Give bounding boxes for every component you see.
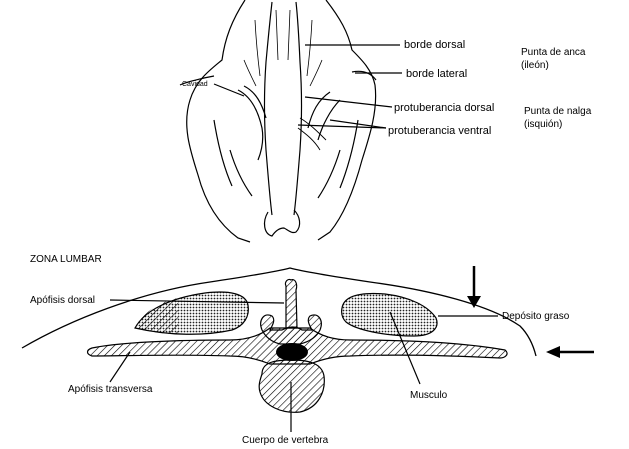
dorsal-process xyxy=(285,279,297,328)
label-protuberancia-dorsal: protuberancia dorsal xyxy=(394,102,494,114)
spinal-canal xyxy=(276,343,308,361)
note-isquion: (isquión) xyxy=(524,119,562,130)
label-cavidad: Cavidad xyxy=(182,81,208,88)
label-deposito-graso: Depósito graso xyxy=(502,311,570,322)
zona-lumbar-title: ZONA LUMBAR xyxy=(30,254,102,265)
note-punta-de-nalga: Punta de nalga xyxy=(524,106,592,117)
label-borde-dorsal: borde dorsal xyxy=(404,39,465,51)
label-borde-lateral: borde lateral xyxy=(406,68,467,80)
note-ileon: (ileón) xyxy=(521,60,549,71)
label-apofisis-transversa: Apófisis transversa xyxy=(68,384,153,395)
muscle-right xyxy=(342,294,437,336)
pelvis-illustration xyxy=(180,0,376,242)
label-cuerpo-de-vertebra: Cuerpo de vertebra xyxy=(242,435,329,446)
down-arrow-icon xyxy=(467,266,481,308)
note-punta-de-anca: Punta de anca xyxy=(521,47,586,58)
vertebra-body xyxy=(259,360,324,412)
label-musculo: Musculo xyxy=(410,390,448,401)
left-arrow-icon xyxy=(546,346,594,358)
label-apofisis-dorsal: Apófisis dorsal xyxy=(30,295,95,306)
label-protuberancia-ventral: protuberancia ventral xyxy=(388,125,491,137)
muscle-left-hatch xyxy=(135,298,178,334)
